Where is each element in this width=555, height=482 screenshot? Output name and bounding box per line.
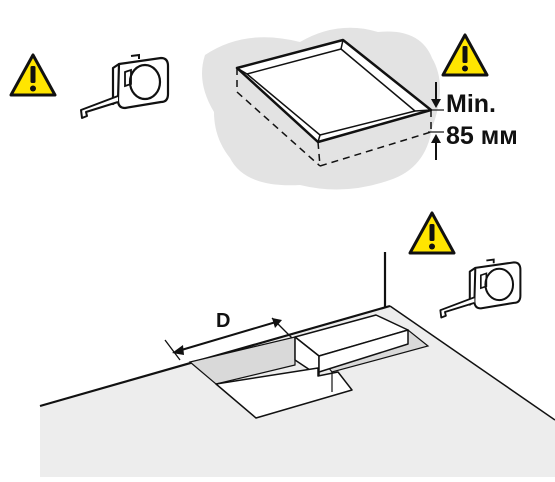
min-depth-dimension xyxy=(428,82,444,160)
tape-measure-icon xyxy=(79,53,170,120)
floor-scene xyxy=(39,252,555,477)
depth-label: 85 мм xyxy=(446,122,518,150)
min-label: Min. xyxy=(446,90,496,118)
recessed-frame-scene xyxy=(202,27,440,190)
distance-label: D xyxy=(216,310,231,332)
warning-icon xyxy=(441,33,489,77)
tape-measure-icon xyxy=(439,258,522,319)
warning-icon xyxy=(408,211,456,255)
warning-icon xyxy=(9,53,57,97)
